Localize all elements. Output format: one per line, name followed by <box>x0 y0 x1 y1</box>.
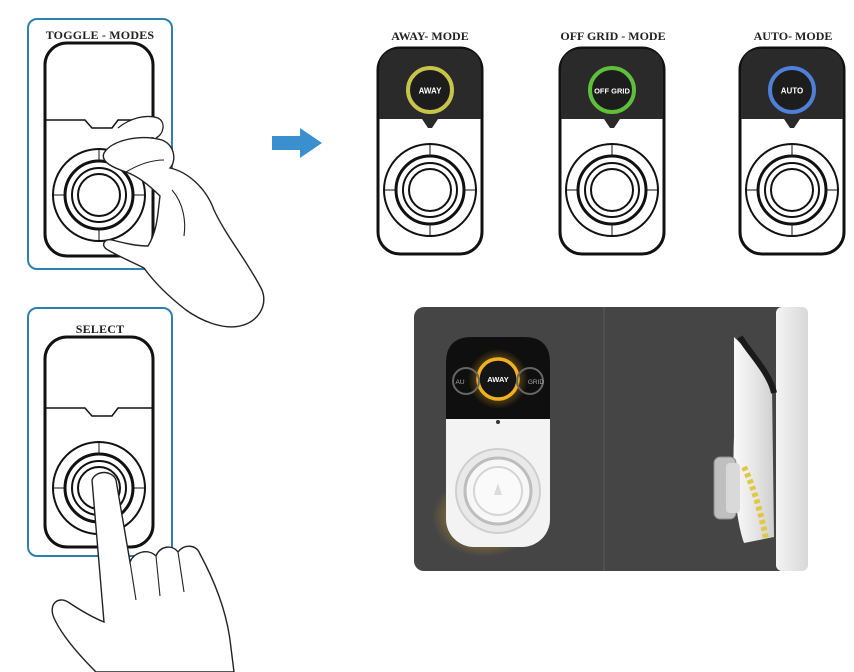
away-mode-ring <box>406 66 454 114</box>
pointing-hand-icon <box>51 471 235 672</box>
offgrid-mode-title: OFF GRID - MODE <box>560 29 666 43</box>
toggle-modes-label: TOGGLE - MODES <box>45 28 155 42</box>
select-device-drawing <box>43 335 235 672</box>
render-right-partial: GRID <box>528 379 545 386</box>
auto-mode-ring <box>768 66 816 114</box>
away-mode-device: AWAY <box>376 46 484 256</box>
toggle-device-drawing <box>43 41 265 328</box>
hand-grip-icon <box>102 137 265 328</box>
offgrid-mode-ring <box>588 66 636 114</box>
auto-mode-device: AUTO <box>738 46 846 256</box>
away-mode-button-label: AWAY <box>419 87 442 96</box>
select-label: SELECT <box>75 322 125 336</box>
render-left-partial: AU <box>455 379 464 386</box>
offgrid-mode-button-label: OFF GRID <box>594 87 630 96</box>
arrow-right-icon <box>272 128 322 158</box>
offgrid-mode-device: OFF GRID <box>558 46 666 256</box>
product-render-panel: AU AWAY GRID <box>414 307 808 571</box>
auto-mode-button-label: AUTO <box>781 87 804 96</box>
auto-mode-title: AUTO- MODE <box>753 29 833 43</box>
render-center-label: AWAY <box>487 375 508 384</box>
away-mode-title: AWAY- MODE <box>391 29 469 43</box>
